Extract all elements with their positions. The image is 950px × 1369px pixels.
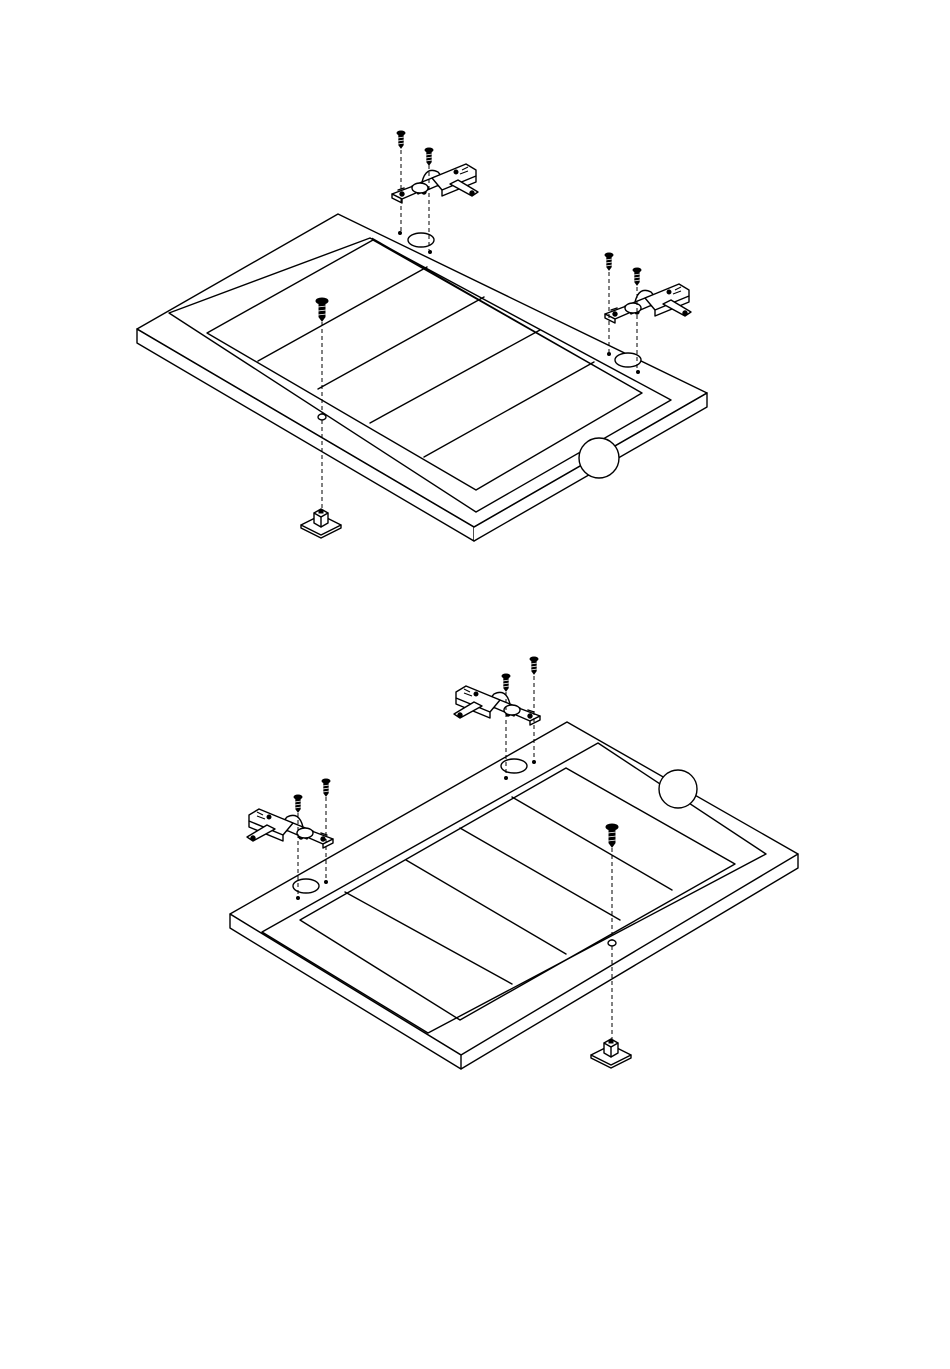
- screw-icon: [425, 148, 433, 165]
- screw-icon: [294, 795, 302, 812]
- screw-icon: [502, 674, 510, 691]
- door-catch: [301, 509, 341, 538]
- hinge: [454, 686, 540, 725]
- door-assembly-top: [137, 131, 707, 541]
- door-panel: [230, 722, 798, 1069]
- screw-icon: [633, 268, 641, 285]
- screw-icon: [530, 657, 538, 674]
- door-catch: [591, 1039, 631, 1068]
- callout-circle-left-door: [579, 438, 619, 478]
- door-assembly-bottom: [230, 657, 798, 1069]
- screw-icon: [605, 253, 613, 270]
- callout-circle-right-door: [659, 770, 697, 808]
- hinge: [392, 164, 478, 203]
- door-panel: [137, 214, 707, 541]
- hinge: [605, 284, 691, 323]
- screw-icon: [397, 131, 405, 148]
- screw-icon: [322, 779, 330, 796]
- hinge: [247, 809, 333, 848]
